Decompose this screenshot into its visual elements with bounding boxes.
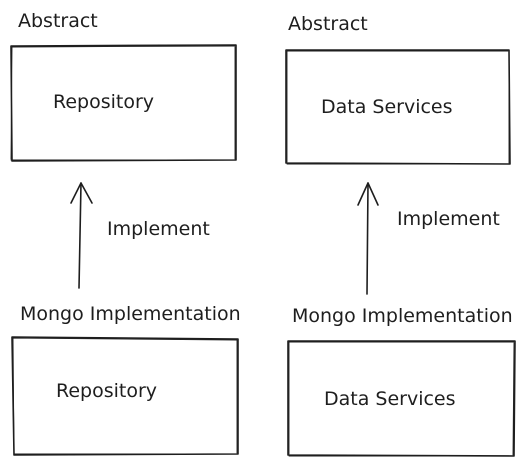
left-implement-arrow (70, 182, 93, 289)
right-arrow-label: Implement (397, 208, 500, 230)
left-arrow-label: Implement (107, 218, 210, 240)
left-mongo-caption: Mongo Implementation (20, 303, 241, 325)
left-abstract-caption: Abstract (18, 10, 98, 32)
right-implement-arrow (357, 182, 379, 295)
right-mongo-caption: Mongo Implementation (292, 305, 513, 327)
right-mongo-box-label: Data Services (324, 388, 456, 410)
left-abstract-box-label: Repository (53, 91, 155, 113)
right-abstract-box-label: Data Services (321, 96, 453, 118)
left-mongo-box-label: Repository (56, 380, 158, 402)
right-mongo-box (287, 340, 516, 457)
left-mongo-box (11, 336, 239, 456)
right-abstract-caption: Abstract (288, 13, 368, 35)
right-abstract-box (285, 49, 511, 165)
left-abstract-box (10, 44, 237, 162)
